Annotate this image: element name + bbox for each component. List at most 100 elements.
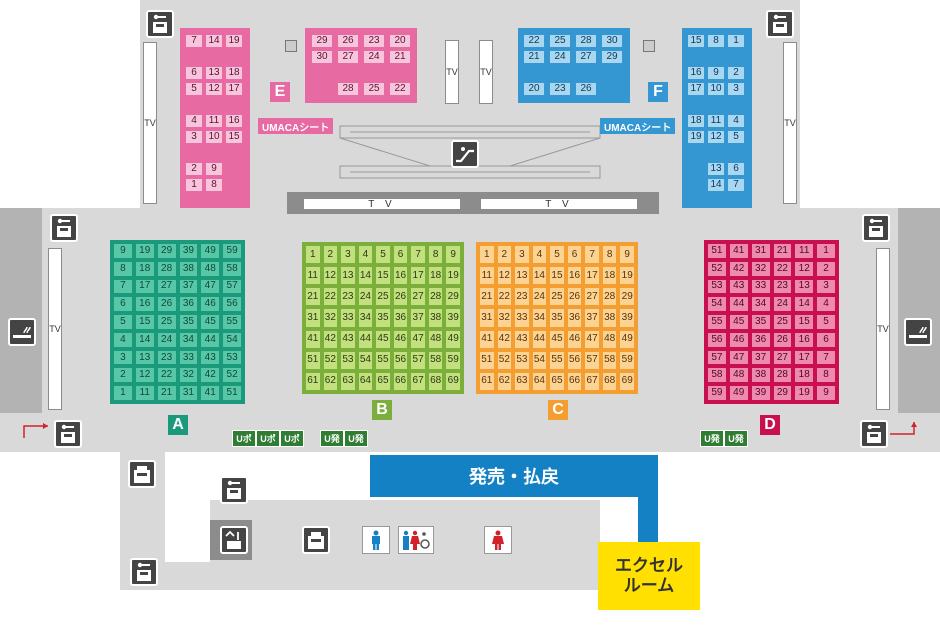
seat-block-a-2-2[interactable]: 27 [156, 278, 177, 295]
seat-block-c-3-1[interactable]: 32 [496, 308, 513, 328]
seat-block-b-4-3[interactable]: 44 [357, 329, 374, 349]
seat-block-c-3-7[interactable]: 38 [601, 308, 618, 328]
seat-block-b-0-0[interactable]: 1 [305, 245, 321, 265]
seat-block-a-2-3[interactable]: 37 [178, 278, 199, 295]
seat-block-c-6-0[interactable]: 61 [479, 371, 495, 391]
seat-block-b-3-2[interactable]: 33 [340, 308, 356, 328]
seat-block-c-2-7[interactable]: 28 [601, 287, 618, 307]
seat-block-b-1-1[interactable]: 12 [322, 266, 339, 286]
seat-zone-e-top-1-0[interactable]: 30 [311, 50, 333, 64]
seat-block-b-2-2[interactable]: 23 [340, 287, 356, 307]
seat-block-b-2-6[interactable]: 27 [410, 287, 426, 307]
seat-zone-f-right-6-1[interactable]: 12 [707, 130, 725, 144]
seat-block-d-1-0[interactable]: 52 [707, 260, 727, 277]
seat-block-c-3-2[interactable]: 33 [514, 308, 530, 328]
seat-zone-e-left-6-2[interactable]: 15 [225, 130, 243, 144]
seat-block-a-1-0[interactable]: 8 [113, 260, 133, 277]
seat-block-a-5-3[interactable]: 34 [178, 331, 199, 348]
seat-block-d-4-4[interactable]: 15 [794, 314, 815, 330]
seat-block-c-5-5[interactable]: 56 [566, 350, 583, 370]
seat-block-c-4-0[interactable]: 41 [479, 329, 495, 349]
seat-block-a-7-3[interactable]: 32 [178, 367, 199, 384]
seat-zone-f-right-0-1[interactable]: 8 [707, 34, 725, 48]
seat-block-b-5-8[interactable]: 59 [445, 350, 461, 370]
seat-block-c-0-0[interactable]: 1 [479, 245, 495, 265]
seat-zone-f-top-0-3[interactable]: 30 [601, 34, 623, 48]
seat-block-d-7-0[interactable]: 58 [707, 367, 727, 384]
seat-block-d-7-4[interactable]: 18 [794, 367, 815, 384]
seat-zone-f-top-0-0[interactable]: 22 [523, 34, 545, 48]
seat-zone-e-left-0-2[interactable]: 19 [225, 34, 243, 48]
seat-zone-e-left-8-1[interactable]: 9 [205, 162, 223, 176]
seat-block-b-2-0[interactable]: 21 [305, 287, 321, 307]
seat-block-b-2-4[interactable]: 25 [375, 287, 391, 307]
seat-block-c-0-1[interactable]: 2 [496, 245, 513, 265]
seat-block-c-2-2[interactable]: 23 [514, 287, 530, 307]
seat-block-b-6-0[interactable]: 61 [305, 371, 321, 391]
seat-zone-f-right-8-1[interactable]: 13 [707, 162, 725, 176]
seat-block-a-1-2[interactable]: 28 [156, 260, 177, 277]
seat-block-b-0-1[interactable]: 2 [322, 245, 339, 265]
seat-block-b-3-5[interactable]: 36 [392, 308, 409, 328]
seat-zone-e-left-5-0[interactable]: 4 [185, 114, 203, 128]
seat-block-c-5-3[interactable]: 54 [531, 350, 548, 370]
seat-block-a-6-3[interactable]: 33 [178, 349, 199, 366]
seat-block-b-6-2[interactable]: 63 [340, 371, 356, 391]
seat-zone-e-left-3-0[interactable]: 5 [185, 82, 203, 96]
seat-zone-f-right-0-2[interactable]: 1 [727, 34, 745, 48]
seat-block-b-4-8[interactable]: 49 [445, 329, 461, 349]
seat-block-c-5-0[interactable]: 51 [479, 350, 495, 370]
seat-zone-e-left-2-2[interactable]: 18 [225, 66, 243, 80]
seat-block-c-1-6[interactable]: 17 [584, 266, 600, 286]
seat-zone-f-right-3-1[interactable]: 10 [707, 82, 725, 96]
seat-block-a-3-1[interactable]: 16 [134, 296, 155, 313]
seat-zone-f-right-6-0[interactable]: 19 [687, 130, 705, 144]
seat-block-a-1-5[interactable]: 58 [222, 260, 242, 277]
seat-zone-e-left-3-2[interactable]: 17 [225, 82, 243, 96]
seat-block-b-1-7[interactable]: 18 [427, 266, 444, 286]
seat-block-b-1-3[interactable]: 14 [357, 266, 374, 286]
seat-block-b-6-7[interactable]: 68 [427, 371, 444, 391]
seat-block-c-6-2[interactable]: 63 [514, 371, 530, 391]
seat-block-c-5-7[interactable]: 58 [601, 350, 618, 370]
seat-block-c-6-8[interactable]: 69 [619, 371, 635, 391]
seat-block-d-2-1[interactable]: 43 [728, 278, 749, 295]
seat-block-b-6-1[interactable]: 62 [322, 371, 339, 391]
seat-block-b-5-2[interactable]: 53 [340, 350, 356, 370]
seat-zone-f-right-5-1[interactable]: 11 [707, 114, 725, 128]
seat-block-c-4-8[interactable]: 49 [619, 329, 635, 349]
seat-zone-e-top-1-2[interactable]: 24 [363, 50, 385, 64]
seat-block-b-6-5[interactable]: 66 [392, 371, 409, 391]
seat-zone-f-top-1-0[interactable]: 21 [523, 50, 545, 64]
seat-block-d-4-3[interactable]: 25 [772, 314, 793, 330]
seat-block-a-8-5[interactable]: 51 [222, 385, 242, 401]
seat-block-a-2-1[interactable]: 17 [134, 278, 155, 295]
u-po-machine-3[interactable]: Uポ [280, 430, 304, 447]
seat-zone-f-right-5-2[interactable]: 4 [727, 114, 745, 128]
seat-block-c-2-5[interactable]: 26 [566, 287, 583, 307]
seat-zone-e-left-6-1[interactable]: 10 [205, 130, 223, 144]
seat-block-c-4-7[interactable]: 48 [601, 329, 618, 349]
seat-block-d-0-4[interactable]: 11 [794, 243, 815, 259]
seat-block-a-3-2[interactable]: 26 [156, 296, 177, 313]
seat-block-c-4-3[interactable]: 44 [531, 329, 548, 349]
seat-block-d-2-4[interactable]: 13 [794, 278, 815, 295]
seat-block-c-5-2[interactable]: 53 [514, 350, 530, 370]
seat-block-d-5-5[interactable]: 6 [816, 331, 836, 348]
seat-zone-f-top-1-2[interactable]: 27 [575, 50, 597, 64]
seat-block-a-4-3[interactable]: 35 [178, 314, 199, 330]
seat-block-b-4-5[interactable]: 46 [392, 329, 409, 349]
seat-block-a-7-4[interactable]: 42 [200, 367, 221, 384]
seat-block-d-3-5[interactable]: 4 [816, 296, 836, 313]
seat-block-a-7-5[interactable]: 52 [222, 367, 242, 384]
seat-block-d-3-3[interactable]: 24 [772, 296, 793, 313]
seat-zone-e-left-9-0[interactable]: 1 [185, 178, 203, 192]
seat-zone-f-right-9-1[interactable]: 14 [707, 178, 725, 192]
seat-block-a-3-3[interactable]: 36 [178, 296, 199, 313]
seat-block-d-1-1[interactable]: 42 [728, 260, 749, 277]
seat-block-d-3-1[interactable]: 44 [728, 296, 749, 313]
seat-block-d-6-3[interactable]: 27 [772, 349, 793, 366]
seat-block-a-4-5[interactable]: 55 [222, 314, 242, 330]
seat-block-c-2-4[interactable]: 25 [549, 287, 565, 307]
seat-block-d-0-1[interactable]: 41 [728, 243, 749, 259]
